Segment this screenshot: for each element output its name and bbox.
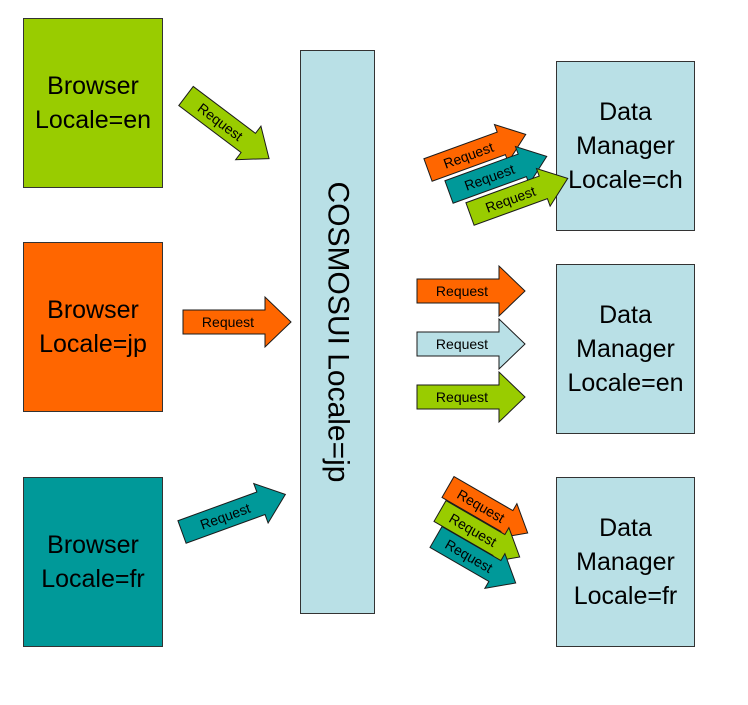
data-manager-en-line2: Manager (576, 335, 675, 363)
request-arrow-dm-en-2-shape (416, 317, 526, 371)
cosmosui-server-box (300, 50, 375, 614)
request-arrow-dm-ch-3-shape (465, 167, 569, 226)
browser-box-fr: Browser Locale=fr (23, 477, 163, 647)
request-arrow-dm-en-3: Request (416, 370, 526, 424)
data-manager-fr-line1: Data (599, 514, 652, 542)
browser-box-fr-label: Browser Locale=fr (41, 528, 145, 596)
request-arrow-dm-en-2-label: Request (436, 336, 488, 352)
data-manager-box-en: Data Manager Locale=en (556, 264, 695, 434)
data-manager-fr-locale: Locale=fr (573, 582, 678, 610)
browser-box-jp: Browser Locale=jp (23, 242, 163, 412)
request-arrow-dm-en-1-shape (416, 264, 526, 318)
request-arrow-dm-en-1: Request (416, 264, 526, 318)
browser-box-fr-title: Browser (47, 531, 139, 559)
browser-box-jp-locale: Locale=jp (39, 330, 147, 358)
request-arrow-dm-en-1-label: Request (436, 283, 488, 299)
data-manager-box-en-label: Data Manager Locale=en (567, 298, 683, 400)
request-arrow-browser-fr: Request (177, 482, 287, 544)
request-arrow-browser-jp: Request (182, 295, 292, 349)
browser-box-en-locale: Locale=en (34, 106, 152, 134)
browser-box-jp-title: Browser (47, 296, 139, 324)
data-manager-ch-line2: Manager (576, 132, 675, 160)
data-manager-box-ch-label: Data Manager Locale=ch (568, 95, 683, 197)
request-arrow-dm-fr-3-shape (429, 525, 517, 589)
request-arrow-browser-jp-label: Request (202, 314, 254, 330)
request-arrow-browser-en-shape (178, 85, 270, 161)
request-arrow-dm-en-3-label: Request (436, 389, 488, 405)
request-arrow-dm-en-2: Request (416, 317, 526, 371)
data-manager-box-fr: Data Manager Locale=fr (556, 477, 695, 647)
browser-box-en-title: Browser (47, 72, 139, 100)
data-manager-en-line1: Data (599, 301, 652, 329)
data-manager-box-ch: Data Manager Locale=ch (556, 61, 695, 231)
request-arrow-browser-jp-shape (182, 295, 292, 349)
browser-box-fr-locale: Locale=fr (41, 565, 145, 593)
browser-box-en-label: Browser Locale=en (35, 69, 151, 137)
data-manager-fr-line2: Manager (576, 548, 675, 576)
browser-box-jp-label: Browser Locale=jp (39, 293, 147, 361)
request-arrow-browser-en: Request (178, 85, 270, 161)
request-arrow-dm-en-3-shape (416, 370, 526, 424)
browser-box-en: Browser Locale=en (23, 18, 163, 188)
data-manager-box-fr-label: Data Manager Locale=fr (574, 511, 678, 613)
data-manager-ch-locale: Locale=ch (568, 166, 683, 194)
data-manager-en-locale: Locale=en (567, 369, 684, 397)
request-arrow-dm-ch-2: Request (444, 145, 548, 204)
data-manager-ch-line1: Data (599, 98, 652, 126)
request-arrow-browser-fr-shape (177, 482, 287, 544)
